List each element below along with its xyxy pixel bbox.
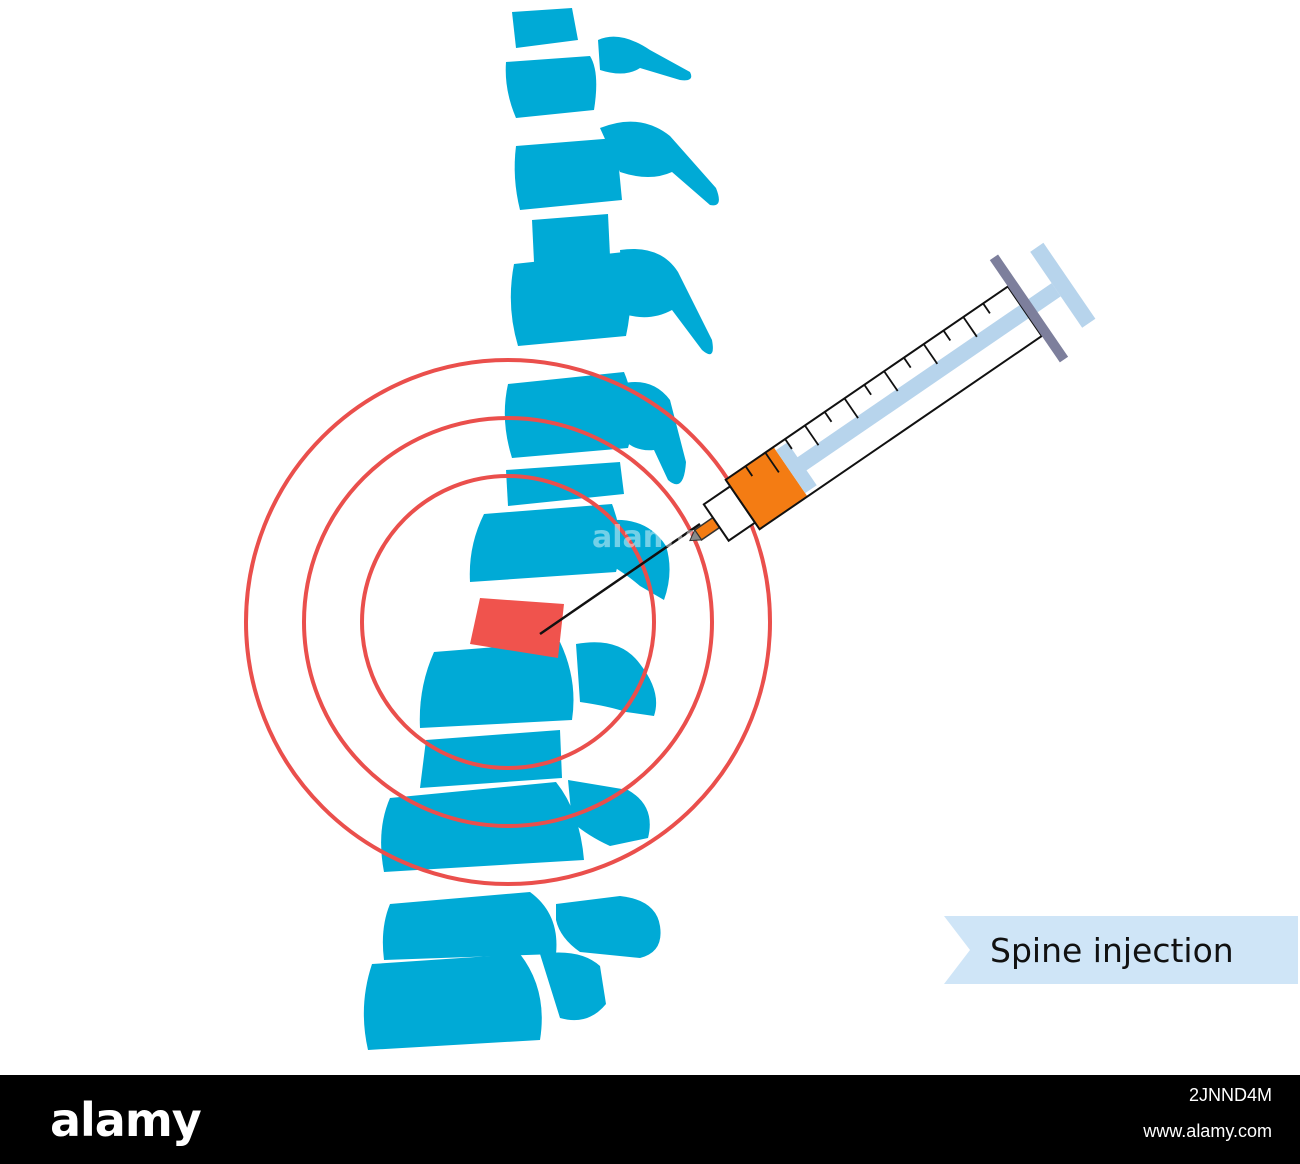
vertebra-body	[382, 892, 557, 960]
vertebra-process	[620, 248, 713, 355]
spine-injection-label: Spine injection	[944, 916, 1298, 984]
spine-vertebrae-icon	[363, 8, 719, 1050]
vertebra-body	[381, 782, 584, 872]
syringe-needle	[539, 522, 701, 636]
stock-footer: alamy 2JNND4M www.alamy.com	[0, 1075, 1300, 1164]
vertebra-process	[576, 642, 657, 716]
vertebra-process	[568, 780, 650, 846]
vertebra-body	[363, 954, 542, 1050]
vertebra-body	[506, 462, 624, 506]
vertebra-process	[556, 896, 661, 958]
vertebra-body	[510, 252, 631, 346]
vertebra-body	[504, 372, 634, 458]
brand-logo: alamy	[50, 1093, 202, 1147]
pain-ring-inner	[360, 474, 656, 770]
syringe-barrel	[724, 285, 1044, 531]
vertebra-body	[512, 8, 578, 48]
vertebra-process	[540, 952, 606, 1021]
vertebra-process	[598, 36, 692, 81]
stock-url: www.alamy.com	[1143, 1121, 1272, 1141]
syringe-scale	[744, 302, 991, 477]
syringe-icon	[539, 242, 1096, 636]
plunger-head	[1030, 242, 1096, 328]
vertebra-body	[420, 730, 562, 788]
spine-injection-illustration: Spine injection	[244, 8, 1298, 1050]
painful-disc	[470, 598, 564, 658]
needle-hub-tip	[689, 529, 703, 542]
stock-image-id: 2JNND4M	[1188, 1085, 1272, 1105]
vertebra-body	[514, 138, 622, 210]
pain-ring-outer	[244, 358, 772, 886]
label-text: Spine injection	[990, 931, 1234, 970]
plunger-stopper	[775, 442, 817, 494]
pain-target-rings-icon	[244, 358, 772, 886]
vertebra-body	[532, 214, 610, 262]
pain-ring-middle	[302, 416, 714, 828]
label-ribbon	[944, 916, 1298, 984]
watermark-text: alamy	[592, 520, 694, 555]
syringe-flange	[989, 254, 1069, 363]
vertebra-process	[620, 382, 686, 485]
vertebra-body	[505, 56, 597, 118]
vertebra-body	[419, 642, 574, 728]
plunger-rod	[785, 283, 1061, 479]
vertebra-process	[600, 121, 719, 206]
vertebra-body	[469, 504, 621, 582]
